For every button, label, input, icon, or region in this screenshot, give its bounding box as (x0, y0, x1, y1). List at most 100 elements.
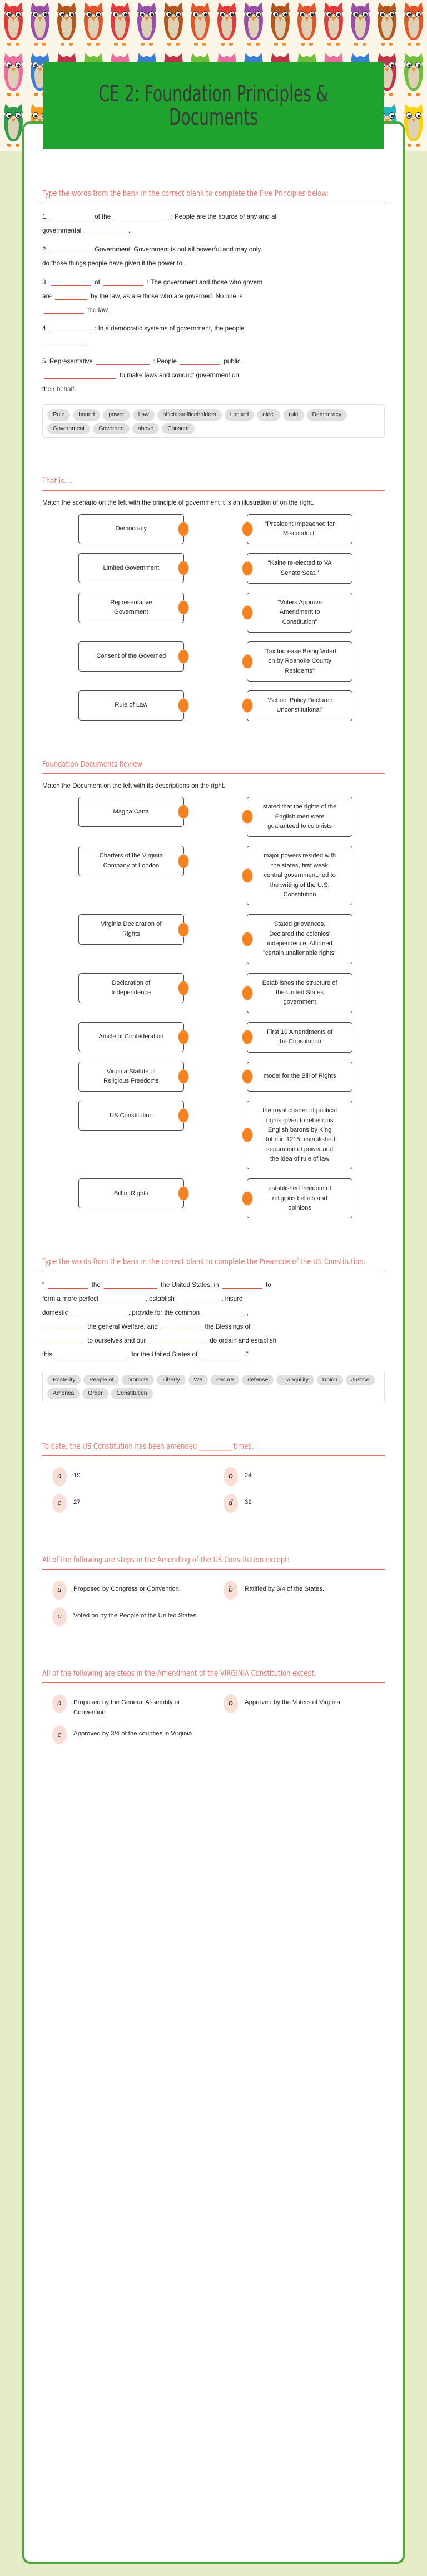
word-bank-chip[interactable]: power (103, 409, 130, 421)
match-connector-dot[interactable] (242, 1128, 254, 1143)
match-connector-dot[interactable] (177, 1029, 189, 1044)
match-left-box[interactable]: Virginia Declaration of Rights (78, 914, 189, 945)
word-bank-chip[interactable]: bound (73, 409, 101, 421)
match-connector-dot[interactable] (177, 649, 189, 664)
blank-input[interactable] (71, 1308, 125, 1317)
match-right-box[interactable]: First 10 Amendments of the Constitution (242, 1021, 353, 1053)
match-connector-dot[interactable] (177, 922, 189, 937)
match-connector-dot[interactable] (177, 561, 189, 576)
match-connector-dot[interactable] (177, 521, 189, 536)
match-right-box[interactable]: major powers resided with the states, fi… (242, 846, 353, 906)
match-connector-dot[interactable] (242, 561, 254, 576)
blank-input[interactable] (51, 324, 91, 333)
blank-input[interactable] (102, 1294, 142, 1303)
blank-input[interactable] (103, 1280, 157, 1289)
match-connector-dot[interactable] (177, 600, 189, 615)
match-connector-dot[interactable] (177, 805, 189, 820)
match-right-box[interactable]: Stated grievances, Declared the colonies… (242, 914, 353, 964)
match-left-box[interactable]: Representative Government (78, 592, 189, 623)
blank-input[interactable] (96, 357, 150, 366)
blank-input[interactable] (51, 212, 91, 221)
match-right-box[interactable]: "President Impeached for Misconduct" (242, 514, 353, 545)
word-bank-chip[interactable]: secure (211, 1375, 240, 1386)
match-left-box[interactable]: Rule of Law (78, 690, 189, 721)
match-left-box[interactable]: Charters of the Virginia Company of Lond… (78, 846, 189, 877)
match-left-box[interactable]: Article of Confederation (78, 1021, 189, 1052)
match-right-box[interactable]: stated that the rights of the English me… (242, 797, 353, 837)
word-bank-chip[interactable]: officials/officeholders (157, 409, 222, 421)
match-connector-dot[interactable] (242, 868, 254, 883)
word-bank-chip[interactable]: America (47, 1388, 80, 1399)
match-connector-dot[interactable] (242, 931, 254, 946)
word-bank-chip[interactable]: Tranquility (276, 1375, 314, 1386)
match-right-box[interactable]: "Tax Increase Being Voted on by Roanoke … (242, 641, 353, 682)
match-right-box[interactable]: "Kaine re-elected to VA Senate Seat." (242, 553, 353, 584)
match-connector-dot[interactable] (177, 853, 189, 868)
match-connector-dot[interactable] (242, 698, 254, 713)
word-bank-chip[interactable]: Order (82, 1388, 108, 1399)
word-bank-chip[interactable]: elect (257, 409, 281, 421)
blank-input[interactable] (201, 1350, 241, 1359)
word-bank-chip[interactable]: Government (47, 423, 91, 434)
word-bank-chip[interactable]: Posterity (47, 1375, 81, 1386)
word-bank-chip[interactable]: promote (122, 1375, 155, 1386)
word-bank-chip[interactable]: Limited (224, 409, 255, 421)
word-bank-chip[interactable]: People of (83, 1375, 120, 1386)
match-connector-dot[interactable] (177, 698, 189, 713)
word-bank-chip[interactable]: Law (132, 409, 155, 421)
match-left-box[interactable]: Democracy (78, 514, 189, 544)
match-right-box[interactable]: established freedom of religious beliefs… (242, 1178, 353, 1219)
match-connector-dot[interactable] (177, 1069, 189, 1084)
blank-input[interactable] (44, 371, 116, 379)
match-right-box[interactable]: "Voters Approve Amendment to Constitutio… (242, 592, 353, 633)
word-bank-chip[interactable]: Consent (162, 423, 195, 434)
blank-input[interactable] (51, 278, 91, 286)
word-bank-chip[interactable]: Liberty (157, 1375, 186, 1386)
match-right-box[interactable]: Establishes the structure of the United … (242, 973, 353, 1013)
word-bank-chip[interactable]: Democracy (306, 409, 347, 421)
blank-input[interactable] (178, 1294, 219, 1303)
word-bank-chip[interactable]: Governed (93, 423, 130, 434)
match-left-box[interactable]: Bill of Rights (78, 1178, 189, 1209)
blank-input[interactable] (149, 1336, 203, 1345)
blank-input[interactable] (51, 245, 91, 253)
match-left-box[interactable]: Limited Government (78, 553, 189, 584)
blank-input[interactable] (222, 1280, 262, 1289)
match-connector-dot[interactable] (242, 605, 254, 620)
blank-input[interactable] (161, 1322, 202, 1331)
match-left-box[interactable]: Consent of the Governed (78, 641, 189, 672)
blank-input[interactable] (103, 278, 144, 286)
blank-input[interactable] (44, 1336, 84, 1345)
match-connector-dot[interactable] (177, 1108, 189, 1123)
blank-input[interactable] (44, 338, 84, 347)
match-connector-dot[interactable] (242, 1030, 254, 1045)
word-bank-chip[interactable]: above (132, 423, 160, 434)
blank-input[interactable] (180, 357, 221, 366)
match-left-box[interactable]: Declaration of Independence (78, 973, 189, 1004)
word-bank-chip[interactable]: Constitution (111, 1388, 153, 1399)
match-connector-dot[interactable] (242, 810, 254, 825)
match-right-box[interactable]: "School Policy Declared Unconstitutional… (242, 690, 353, 721)
match-connector-dot[interactable] (242, 654, 254, 669)
blank-input[interactable] (114, 212, 168, 221)
match-connector-dot[interactable] (242, 1069, 254, 1084)
blank-input[interactable] (55, 292, 87, 300)
blank-input[interactable] (85, 226, 125, 234)
match-connector-dot[interactable] (242, 521, 254, 536)
blank-input[interactable] (56, 1350, 128, 1359)
match-right-box[interactable]: model for the Bill of Rights (242, 1061, 353, 1092)
blank-input[interactable] (203, 1308, 244, 1317)
word-bank-chip[interactable]: We (188, 1375, 208, 1386)
word-bank-chip[interactable]: Justice (345, 1375, 375, 1386)
match-left-box[interactable]: Magna Carta (78, 797, 189, 827)
